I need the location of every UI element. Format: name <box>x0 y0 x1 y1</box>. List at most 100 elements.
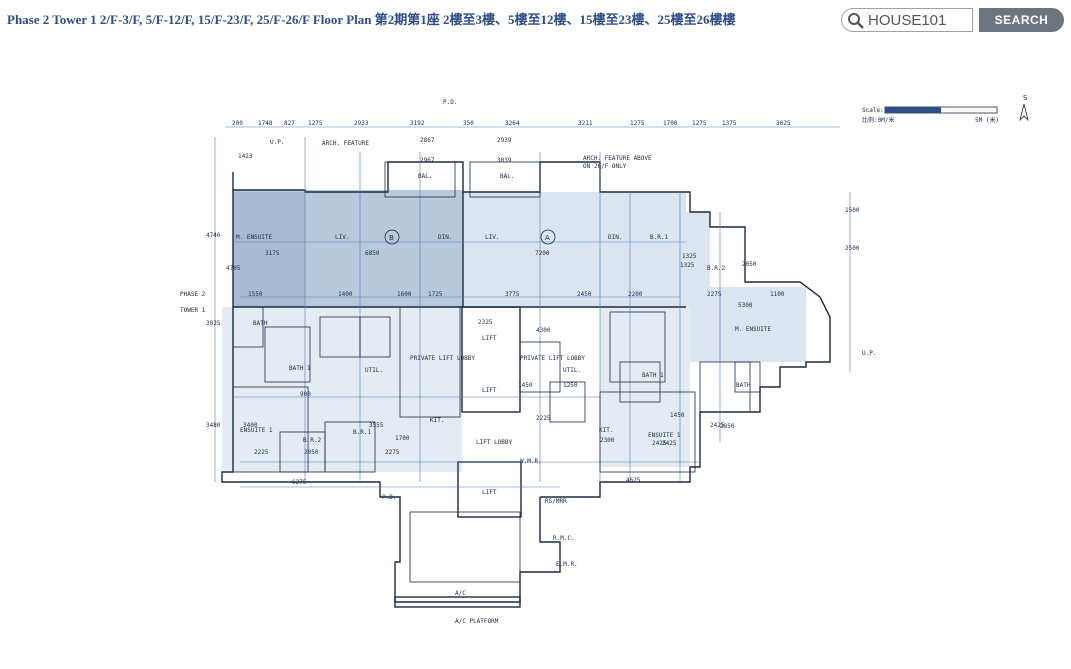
label-pd-top: P.D. <box>443 99 457 106</box>
dimension-label: 2425 <box>652 440 667 447</box>
dimension-label: 2450 <box>577 291 592 298</box>
unit-a-area <box>463 192 686 307</box>
label-up-left: U.P. <box>270 139 284 146</box>
scale-end: 5M (米) <box>975 116 999 124</box>
search-input[interactable] <box>868 11 968 29</box>
label-ac: A/C <box>455 590 466 597</box>
dimension-label: 3400 <box>243 422 258 429</box>
dimension-label: 827 <box>284 120 295 127</box>
dimension-label: 2200 <box>628 291 643 298</box>
dimension-label: 3192 <box>410 120 425 127</box>
room-br1-a: B.R.1 <box>650 234 668 241</box>
inner-walls <box>232 161 761 583</box>
room-din-a: DIN. <box>608 234 622 241</box>
room-private-lift-lobby-a: PRIVATE LIFT LOBBY <box>520 355 585 362</box>
room-kit-a: KIT. <box>599 427 613 434</box>
dimension-label: 1275 <box>630 120 645 127</box>
room-bath1-b: BATH 1 <box>289 365 311 372</box>
label-tower: TOWER 1 <box>180 307 206 314</box>
floor-plan-drawing: Scale: 比例:0M/米 5M (米) S B A M. ENSUITE L… <box>180 94 1029 625</box>
scale-bar: Scale: 比例:0M/米 5M (米) <box>862 106 999 124</box>
unit-a-br-area <box>670 212 710 297</box>
label-wmr: W.M.R. <box>520 458 542 465</box>
dimension-label: 2325 <box>478 319 493 326</box>
room-bath1-a: BATH 1 <box>642 372 664 379</box>
label-arch-feature-top: ARCH. FEATURE <box>322 140 369 147</box>
dimension-label: 1700 <box>663 120 678 127</box>
dimension-label: 2850 <box>720 423 735 430</box>
north-letter: S <box>1023 94 1028 102</box>
dimension-label: 2967 <box>420 157 435 164</box>
page-title: Phase 2 Tower 1 2/F-3/F, 5/F-12/F, 15/F-… <box>7 12 736 27</box>
unit-b-label: B <box>389 234 394 242</box>
dimension-label: 2275 <box>707 291 722 298</box>
room-bal-1: BAL. <box>418 173 432 180</box>
dimension-label: 3480 <box>206 422 221 429</box>
header-bar: Phase 2 Tower 1 2/F-3/F, 5/F-12/F, 15/F-… <box>0 0 1071 42</box>
room-kit-b: KIT. <box>430 417 444 424</box>
dimension-label: 1400 <box>338 291 353 298</box>
room-ensuite1-b: ENSUITE 1 <box>240 427 273 434</box>
room-liv-a: LIV. <box>485 234 499 241</box>
dimension-label: 2225 <box>536 415 551 422</box>
dimension-label: 200 <box>232 120 243 127</box>
room-m-ensuite-b: M. ENSUITE <box>236 234 273 241</box>
label-on-26f-only: ON 26/F ONLY <box>583 163 627 170</box>
dimension-label: 4705 <box>226 265 241 272</box>
label-rs-mrr: RS/MRR <box>545 498 567 505</box>
unit-a-lower-area <box>600 307 690 467</box>
unit-b-lower-area <box>222 307 462 472</box>
room-bath-a: BATH <box>736 382 751 389</box>
dimension-label: 2425 <box>662 440 677 447</box>
room-ensuite1-a: ENSUITE 1 <box>648 432 681 439</box>
room-din-b: DIN. <box>438 234 452 241</box>
label-up-right: U.P. <box>862 350 876 357</box>
room-bath-b: BATH <box>253 320 268 327</box>
dimension-label: 1275 <box>692 120 707 127</box>
dimension-label: 3039 <box>497 157 512 164</box>
search-box[interactable] <box>841 8 973 32</box>
magnifier-icon <box>847 12 865 30</box>
room-lift3: LIFT <box>482 489 497 496</box>
floor-plan-image: Scale: 比例:0M/米 5M (米) S B A M. ENSUITE L… <box>0 42 1071 669</box>
label-ac-platform: A/C PLATFORM <box>455 618 499 625</box>
label-phase: PHASE 2 <box>180 291 206 298</box>
dimension-label: 4300 <box>536 327 551 334</box>
dimension-label: 2933 <box>354 120 369 127</box>
dimension-label: 2867 <box>420 137 435 144</box>
dimension-label: 1100 <box>770 291 785 298</box>
label-emr: E.M.R. <box>556 561 578 568</box>
dimension-label: 3175 <box>265 250 280 257</box>
dimension-label: 2275 <box>385 449 400 456</box>
search-button[interactable]: SEARCH <box>979 8 1064 32</box>
room-lift2: LIFT <box>482 387 497 394</box>
dimension-label: 4625 <box>626 477 641 484</box>
dimension-label: 900 <box>300 391 311 398</box>
scale-label: Scale: <box>862 107 884 114</box>
unit-a-label: A <box>545 234 550 242</box>
dimension-label: 1748 <box>258 120 273 127</box>
dimension-label: 1550 <box>248 291 263 298</box>
room-util-a: UTIL. <box>563 367 581 374</box>
dimension-label: 2425 <box>710 422 725 429</box>
dimension-label: 3025 <box>776 120 791 127</box>
dimension-label: 3555 <box>369 422 384 429</box>
room-br2-b: B.R.2 <box>303 437 321 444</box>
label-pd-bottom: P.D. <box>382 494 396 501</box>
dimension-label: 5300 <box>738 302 753 309</box>
dimension-label: 2500 <box>845 245 860 252</box>
label-arch-feature-above: ARCH. FEATURE ABOVE <box>583 155 652 162</box>
dimension-label: 2050 <box>304 449 319 456</box>
dimension-label: 1375 <box>722 120 737 127</box>
dimension-label: 7200 <box>535 250 550 257</box>
north-arrow-icon: S <box>1019 94 1029 122</box>
label-rmc: R.M.C. <box>553 535 575 542</box>
dimension-label: 1325 <box>680 262 695 269</box>
dimension-label: 6850 <box>365 250 380 257</box>
dimension-label: 3775 <box>505 291 520 298</box>
room-lift1: LIFT <box>482 335 497 342</box>
dimension-label: 3211 <box>578 120 593 127</box>
